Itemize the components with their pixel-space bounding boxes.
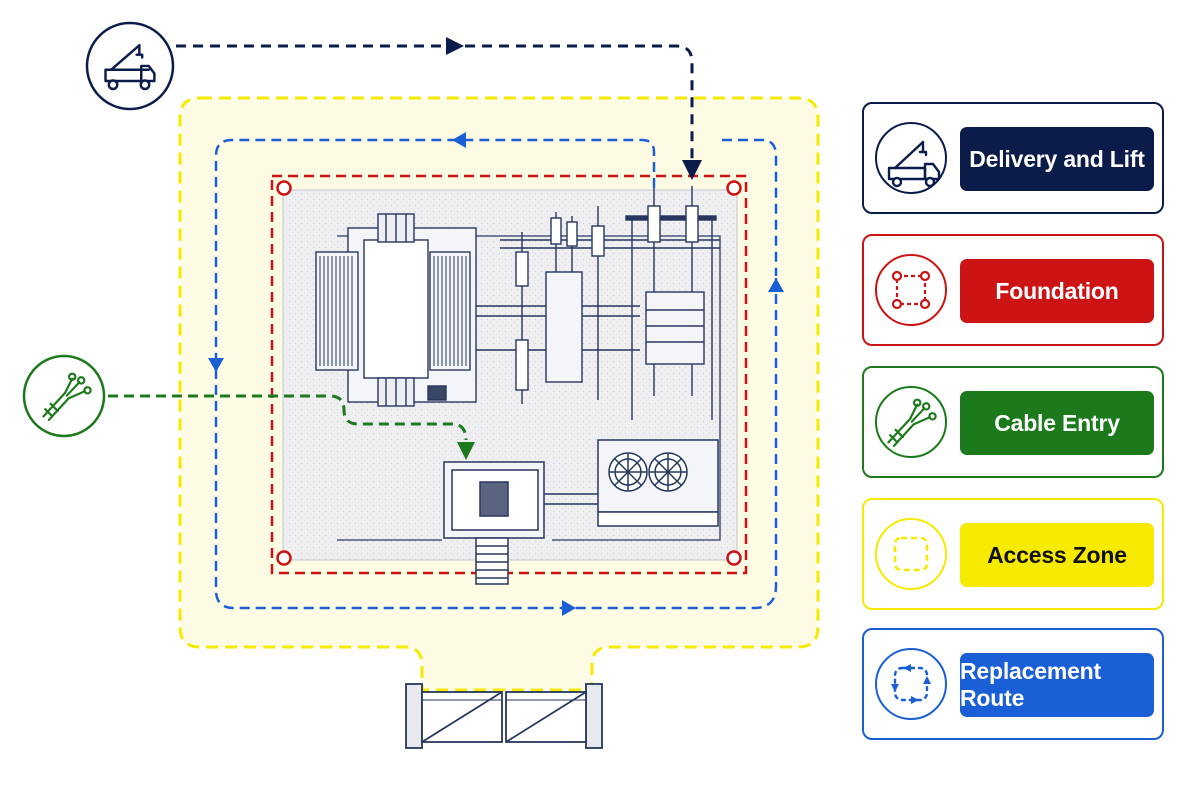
cable-bundle-icon [22, 354, 106, 438]
entrance-gate [405, 683, 603, 749]
crane-truck-icon [875, 122, 947, 194]
switch-cabinet [443, 461, 598, 585]
power-transformer [315, 213, 477, 407]
route-arrow-down [208, 358, 224, 372]
foundation-corner-tr [726, 180, 742, 196]
legend-replacement-card: Replacement Route [862, 628, 1164, 740]
replacement-route [214, 138, 778, 610]
route-arrow-up [768, 278, 784, 292]
foundation-corner-tl [276, 180, 292, 196]
foundation-corner-br [726, 550, 742, 566]
switchgear-structures [515, 186, 717, 420]
delivery-arrow-right [446, 37, 464, 55]
delivery-arrow-down [682, 160, 702, 180]
legend-cable-label: Cable Entry [960, 391, 1154, 455]
legend-delivery-card: Delivery and Lift [862, 102, 1164, 214]
route-arrow-left [452, 132, 466, 148]
cable-entry-path [108, 394, 468, 441]
cable-bundle-icon [875, 386, 947, 458]
legend-replacement-label: Replacement Route [960, 653, 1154, 717]
dashed-square-icon [875, 518, 947, 590]
circular-arrows-icon [875, 648, 947, 720]
foundation-corner-bl [276, 550, 292, 566]
legend-foundation-label: Foundation [960, 259, 1154, 323]
legend-foundation-card: Foundation [862, 234, 1164, 346]
cooling-unit [597, 439, 719, 527]
delivery-path [176, 44, 694, 160]
foundation-corners-icon [875, 254, 947, 326]
cable-arrow-down [457, 442, 475, 460]
foundation-boundary [270, 174, 748, 575]
route-arrow-right [562, 600, 576, 616]
legend-cable-card: Cable Entry [862, 366, 1164, 478]
legend-access-label: Access Zone [960, 523, 1154, 587]
crane-truck-icon [85, 21, 175, 111]
legend-access-card: Access Zone [862, 498, 1164, 610]
legend-delivery-label: Delivery and Lift [960, 127, 1154, 191]
